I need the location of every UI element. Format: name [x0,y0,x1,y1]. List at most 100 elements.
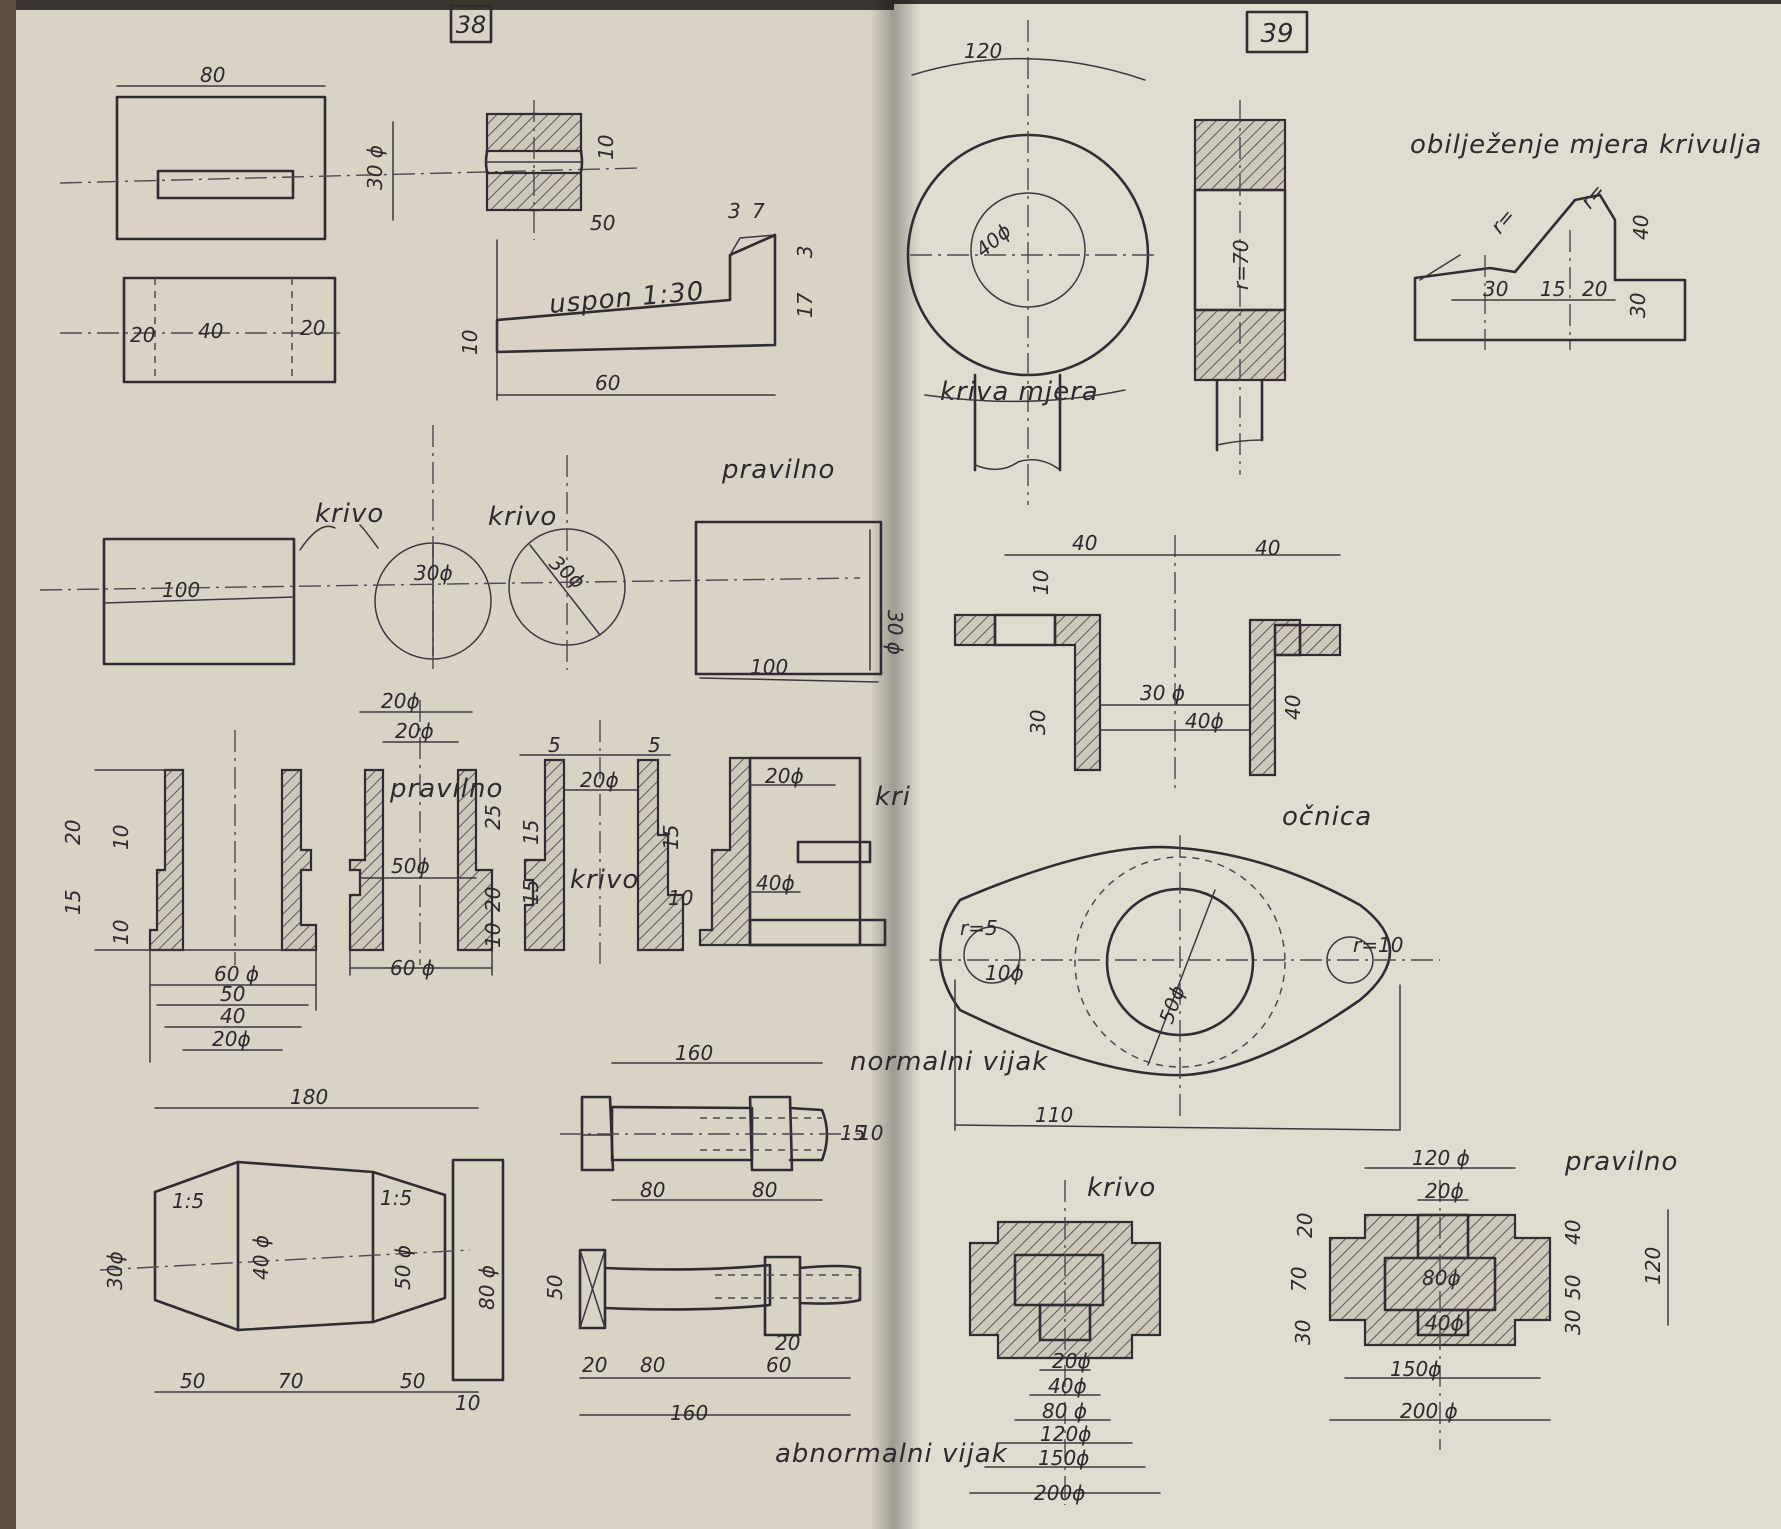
dim-bolt1-l2: 80 [752,1178,777,1202]
dim-ocnica-length: 110 [1035,1103,1073,1127]
dim-bush2-top: 20ϕ [381,689,420,713]
dim-cyl-diameter-1: 30ϕ [414,561,453,585]
dim-top-width: 7 [752,199,765,223]
dim-hub1-d5: 150ϕ [1038,1446,1089,1470]
dim-curve-h: 40 [1629,215,1653,240]
dim-bolt2-nut: 20 [775,1331,800,1355]
dim-curve-l3: 20 [1582,277,1607,301]
figure-flange-section: 40 40 10 30 ϕ 40ϕ 30 40 [953,531,1342,790]
dim-cyl-diameter-3: 30 ϕ [883,610,907,655]
dim-hub2-right-mid: 50 [1561,1275,1585,1300]
dim-bush1-bore: 20ϕ [212,1027,251,1051]
dim-hub1-d3: 80 ϕ [1042,1399,1087,1423]
dim-top-height: 3 [793,245,817,258]
page-number-box-38: 38 [449,4,493,44]
label-krivo-3: krivo [570,865,639,895]
dim-flange-h2: 40 [1281,695,1305,720]
dim-bolt1-d: 10 [858,1121,883,1145]
dim-bush2-outer: 60 ϕ [390,956,435,980]
label-pravilno-1: pravilno [721,455,835,485]
label-pravilno-3: pravilno [1564,1147,1678,1177]
book-edge [0,0,16,1529]
dim-middle-length: 40 [198,319,223,343]
dim-hub2-w1: 150ϕ [1390,1357,1441,1381]
dim-flange-l1: 40 [1072,531,1097,555]
dim-bush1-step: 10 [109,825,133,850]
label-krivo-1: krivo [315,499,384,529]
dim-flange-bore: 40ϕ [1185,709,1224,733]
dim-ocnica-r2: r=10 [1353,933,1403,957]
dim-cyl-length: 100 [162,578,200,602]
dim-eye-outer: 120 [964,39,1002,63]
dim-key-width: 10 [594,135,618,160]
dim-bush1-inner: 40 [220,1004,245,1028]
figure-stepped-bushings: 20 10 15 10 60 ϕ 50 40 20ϕ 20ϕ 20ϕ pravi… [61,689,911,1063]
dim-bush1-outer: 60 ϕ [214,962,259,986]
label-pravilno-2: pravilno [389,774,503,804]
dim-bolt2-l3: 60 [766,1353,791,1377]
dim-bush1-height: 20 [61,820,85,845]
dim-hub1-d1: 20ϕ [1052,1349,1091,1373]
dim-flange-t: 10 [1029,570,1053,595]
dim-hub2-w2: 200 ϕ [1400,1399,1458,1423]
label-taper-left: 1:5 [172,1189,204,1213]
dim-taper-d2: 40 ϕ [249,1235,273,1280]
dim-bolt2-head: 50 [543,1275,567,1300]
dim-taper-total: 180 [290,1085,328,1109]
dim-base-length: 60 [595,371,620,395]
label-ocnica: očnica [1282,802,1372,832]
dim-bush3-left: 5 [548,733,561,757]
dim-bush2-step: 20 [481,887,505,912]
dim-bush3-bore: 20ϕ [580,768,619,792]
dim-bush4-outer: 40ϕ [756,871,795,895]
dim-bolt2-l1: 20 [582,1353,607,1377]
figure-tapered-shaft: 180 1:5 1:5 30ϕ 40 ϕ 50 ϕ 80 ϕ 50 70 50 … [99,1085,505,1415]
label-normalni-vijak: normalni vijak [850,1047,1048,1077]
dim-taper-l3: 50 [400,1369,425,1393]
dim-hub1-d2: 40ϕ [1048,1374,1087,1398]
dim-hub1-d4: 120ϕ [1040,1422,1091,1446]
label-kriva-mjera: kriva mjera [940,377,1099,407]
dim-eye-radius: r=70 [1229,240,1253,290]
dim-taper-l4: 10 [455,1391,480,1415]
figure-hub-sections: krivo 20ϕ 40ϕ 80 ϕ 120ϕ 150ϕ 200ϕ pravil… [968,1146,1678,1505]
dim-bush2-base: 10 [481,923,505,948]
dim-taper-d1: 30ϕ [103,1251,127,1290]
page-number-39: 39 [1260,19,1293,49]
dim-bush1-mid: 50 [220,982,245,1006]
dim-flange-l2: 40 [1255,536,1280,560]
dim-hub2-step-bottom: 30 [1291,1320,1315,1345]
figure-eye-plate-curve: 40ϕ 120 kriva mjera r=70 [906,20,1287,505]
dim-taper-l2: 70 [278,1369,303,1393]
dim-curve-l1: 30 [1483,277,1508,301]
dim-bolt2-l2: 80 [640,1353,665,1377]
book-gutter [870,0,920,1529]
dim-slope-length: 50 [590,211,615,235]
dim-hub2-right-bottom: 30 [1561,1310,1585,1335]
dim-wall-height: 17 [793,292,817,318]
figure-ocnica: očnica r=5 10ϕ r=10 50ϕ 110 [930,802,1440,1131]
dim-cyl-length-2: 100 [750,655,788,679]
dim-hub2-top: 120 ϕ [1412,1146,1470,1170]
label-taper-right: 1:5 [380,1186,412,1210]
label-abnormalni-vijak: abnormalni vijak [775,1439,1008,1469]
dim-bush3-right: 5 [648,733,661,757]
dim-bush3-s3: 15 [659,825,683,850]
dim-bolt1-l1: 80 [640,1178,665,1202]
dim-ocnica-r1: r=5 [960,916,998,940]
page-number-box-39: 39 [1245,10,1309,54]
dim-bolt2-length: 160 [670,1401,708,1425]
dim-bush3-s1: 15 [519,820,543,845]
dim-hub1-d6: 200ϕ [1034,1481,1085,1505]
dim-bush1-base: 10 [109,920,133,945]
dim-hub2-h: 70 [1287,1267,1311,1292]
dim-bush3-s2: 15 [519,880,543,905]
label-kri: kri [875,782,911,812]
dim-hub2-step-top: 20 [1293,1213,1317,1238]
dim-base-height: 10 [458,330,482,355]
dim-left-shoulder: 20 [130,323,155,347]
label-krivo-4: krivo [1087,1173,1156,1203]
dim-ocnica-hole: 10ϕ [985,961,1024,985]
dim-bush2-height: 25 [481,805,505,830]
dim-taper-l1: 50 [180,1369,205,1393]
